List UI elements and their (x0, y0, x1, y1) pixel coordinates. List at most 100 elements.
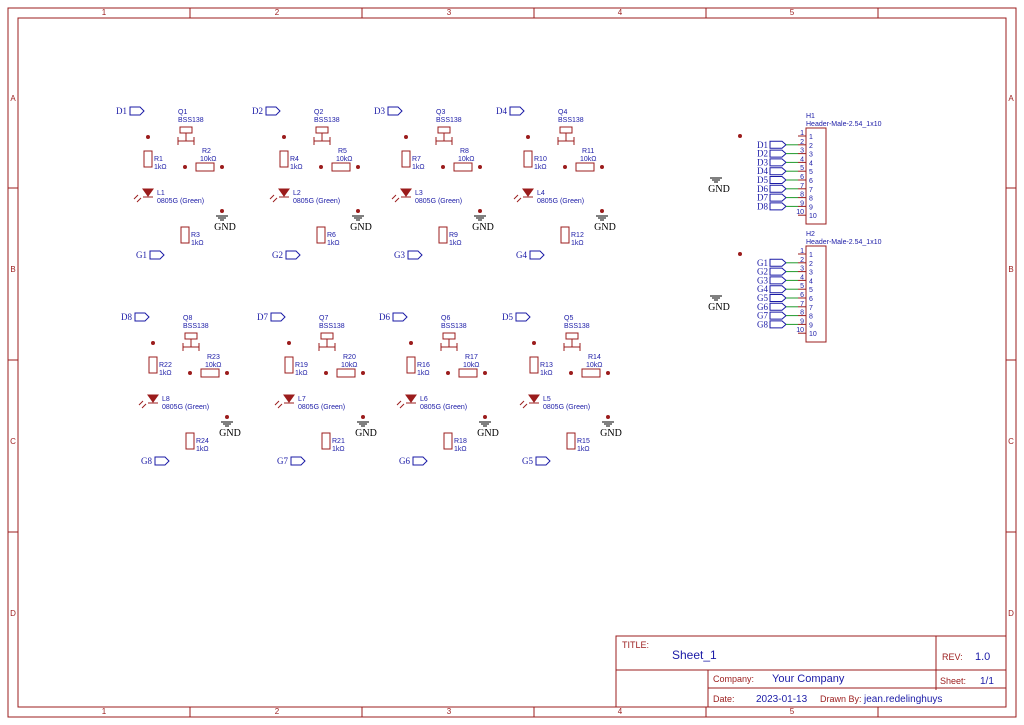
junction-dot (446, 371, 450, 375)
led-body (400, 188, 412, 197)
resistor-value: 10kΩ (463, 362, 480, 369)
resistor-body (195, 162, 215, 172)
net-label: G7 (277, 456, 288, 466)
resistor-ref: R11 (582, 148, 594, 155)
pin-label: 8 (809, 314, 813, 321)
led-body (147, 394, 159, 403)
port-flag (769, 158, 787, 167)
gnd-label: GND (708, 184, 730, 195)
resistor-ref: R16 (417, 362, 430, 369)
column-label: 2 (275, 707, 280, 716)
resistor-ref: R8 (460, 148, 469, 155)
header-net-port: G3 (757, 275, 798, 285)
led-body (522, 188, 534, 197)
resistor-value: 1kΩ (571, 240, 584, 247)
net-label: D8 (757, 201, 768, 211)
net-label: D7 (257, 312, 268, 322)
title-block: TITLE: Sheet_1 REV: 1.0 Company: Your Co… (615, 635, 1007, 708)
header-part: Header-Male-2.54_1x10 (806, 239, 882, 246)
resistor-ref: R9 (449, 232, 458, 239)
net-label: G6 (757, 302, 768, 312)
port-flag (529, 250, 545, 260)
pin-number: 10 (796, 327, 804, 334)
gnd-label: GND (355, 428, 377, 439)
column-label: 4 (618, 8, 623, 17)
pin-number: 4 (800, 274, 804, 281)
mosfet-ref: Q6 (441, 315, 450, 322)
resistor-body (581, 368, 601, 378)
net-label: D1 (116, 106, 127, 116)
resistor-body (438, 226, 448, 244)
junction-dot (600, 209, 604, 213)
net-label: D5 (757, 175, 768, 185)
net-label: G5 (757, 293, 768, 303)
led-arrow (513, 194, 519, 200)
pin-label: 9 (809, 322, 813, 329)
port-flag (769, 202, 787, 211)
header-body (805, 245, 827, 343)
header-net-port: G2 (757, 267, 798, 277)
resistor-ref: R6 (327, 232, 336, 239)
header-h1: H1Header-Male-2.54_1x1011223344556677889… (708, 113, 882, 225)
column-label: 1 (102, 707, 107, 716)
junction-dot (563, 165, 567, 169)
resistor-ref: R20 (343, 354, 356, 361)
led-arrow (141, 403, 147, 409)
junction-dot (478, 209, 482, 213)
header-net-port: G7 (757, 311, 798, 321)
junction-dot (188, 371, 192, 375)
junction-dot (225, 415, 229, 419)
junction-dot (409, 341, 413, 345)
port-flag (265, 106, 281, 116)
drawn-by-value: jean.redelinghuys (863, 694, 942, 705)
pin-label: 6 (809, 178, 813, 185)
mosfet-gate (320, 332, 334, 340)
led-arrow (522, 403, 528, 409)
mosfet-gate (179, 126, 193, 134)
header-net-port: D6 (757, 184, 798, 194)
pin-number: 6 (800, 174, 804, 181)
mosfet-value: BSS138 (319, 323, 345, 330)
pin-label: 2 (809, 261, 813, 268)
pin-number: 7 (800, 301, 804, 308)
junction-dot (404, 135, 408, 139)
resistor-ref: R14 (588, 354, 601, 361)
resistor-value: 1kΩ (454, 446, 467, 453)
inner-frame (17, 17, 1007, 708)
port-flag (412, 456, 428, 466)
port-flag (769, 302, 787, 311)
led-arrow (516, 197, 522, 203)
net-port: D3 (374, 106, 403, 116)
junction-dot (738, 134, 742, 138)
resistor-body (180, 226, 190, 244)
mosfet-gate (184, 332, 198, 340)
led-arrow (136, 197, 142, 203)
ground-symbol: GND (477, 421, 499, 439)
net-label: D4 (757, 166, 768, 176)
resistor-ref: R12 (571, 232, 584, 239)
resistor-ref: R17 (465, 354, 478, 361)
resistor-value: 10kΩ (586, 362, 603, 369)
ground-symbol: GND (355, 421, 377, 439)
column-label: 3 (447, 8, 452, 17)
net-port: D2 (252, 106, 281, 116)
ground-symbol: GND (708, 295, 730, 313)
net-label: G8 (141, 456, 152, 466)
led-value: 0805G (Green) (157, 198, 204, 205)
